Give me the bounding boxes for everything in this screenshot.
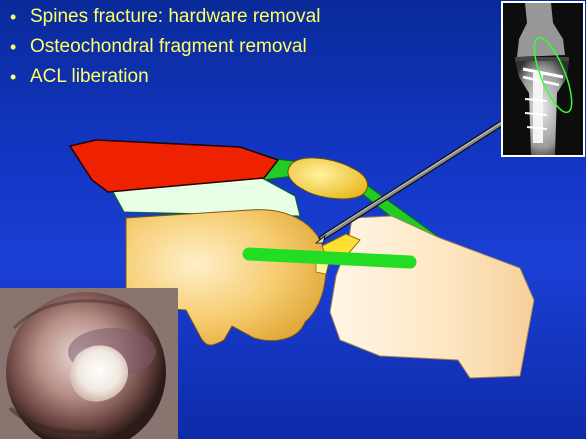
- patella: [288, 158, 368, 199]
- acl-ligament: [249, 254, 410, 262]
- arthroscopic-view-image: [0, 288, 178, 439]
- tibial-plateau: [330, 216, 534, 378]
- arthroscopy-drawing: [0, 288, 178, 439]
- xray-drawing: [503, 3, 583, 155]
- knee-xray-image: [501, 1, 585, 157]
